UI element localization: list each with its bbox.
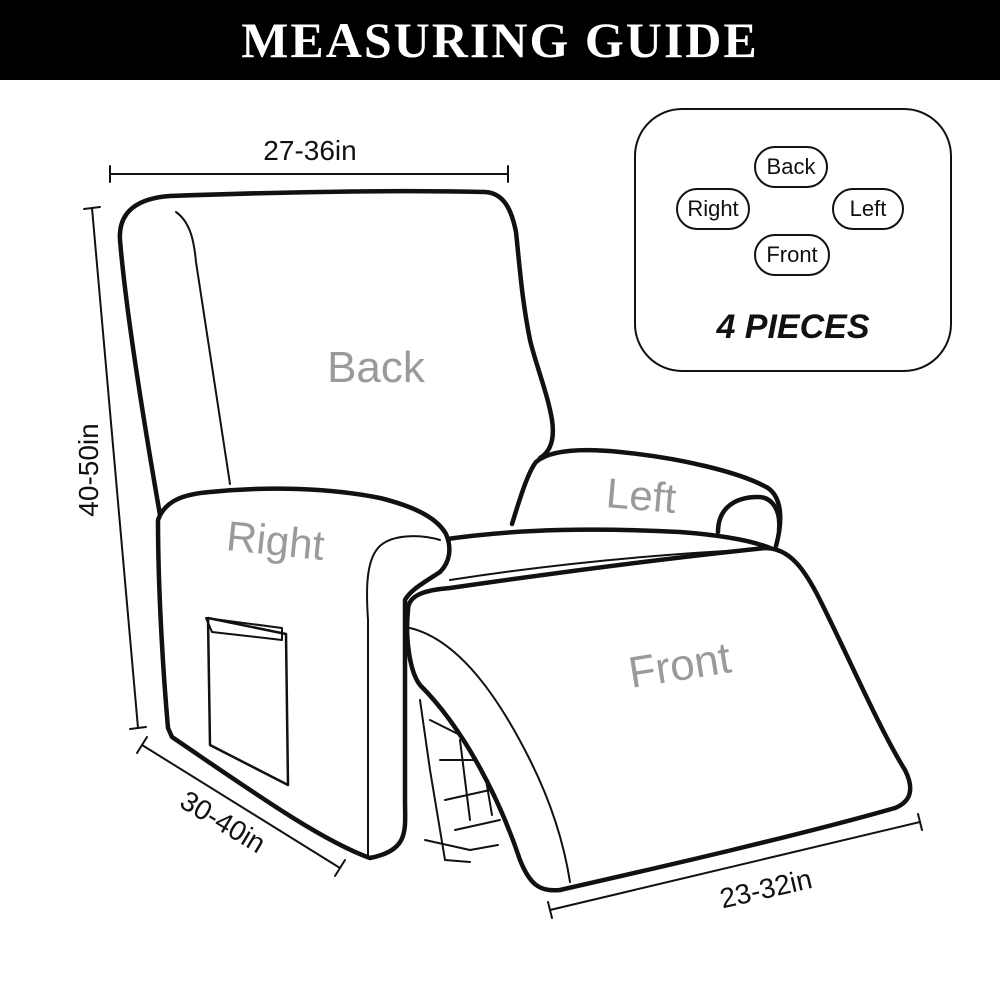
right-arm-inner-line <box>366 535 441 857</box>
side-pocket <box>206 616 290 787</box>
height-label: 40-50in <box>73 423 104 516</box>
footrest-inner-line <box>409 627 571 883</box>
piece-chip-right: Right <box>676 188 750 230</box>
right-arm <box>155 486 452 861</box>
depth-dimension-line <box>136 736 346 877</box>
piece-chip-front: Front <box>754 234 830 276</box>
height-dimension-line <box>83 206 147 730</box>
width-dimension-line <box>109 165 509 183</box>
header-banner: MEASURING GUIDE <box>0 0 1000 80</box>
left-arm-roll <box>715 494 782 535</box>
footrest <box>404 545 913 893</box>
footrest-label: 23-32in <box>717 863 815 914</box>
page-title: MEASURING GUIDE <box>241 12 759 68</box>
width-label: 27-36in <box>263 135 356 166</box>
chair-back <box>117 188 556 518</box>
left-part-label: Left <box>604 469 678 522</box>
left-arm <box>509 447 783 549</box>
piece-chip-back: Back <box>754 146 828 188</box>
piece-chip-left: Left <box>832 188 904 230</box>
right-part-label: Right <box>224 512 327 569</box>
footrest-dimension-line <box>547 813 923 919</box>
pieces-count-label: 4 PIECES <box>716 308 870 346</box>
pieces-legend-card: Back Right Left Front 4 PIECES <box>634 108 952 372</box>
seat-cushion <box>437 527 773 551</box>
chair-back-inner-line <box>175 211 231 485</box>
back-part-label: Back <box>327 343 426 392</box>
side-pocket-flap <box>205 617 283 641</box>
